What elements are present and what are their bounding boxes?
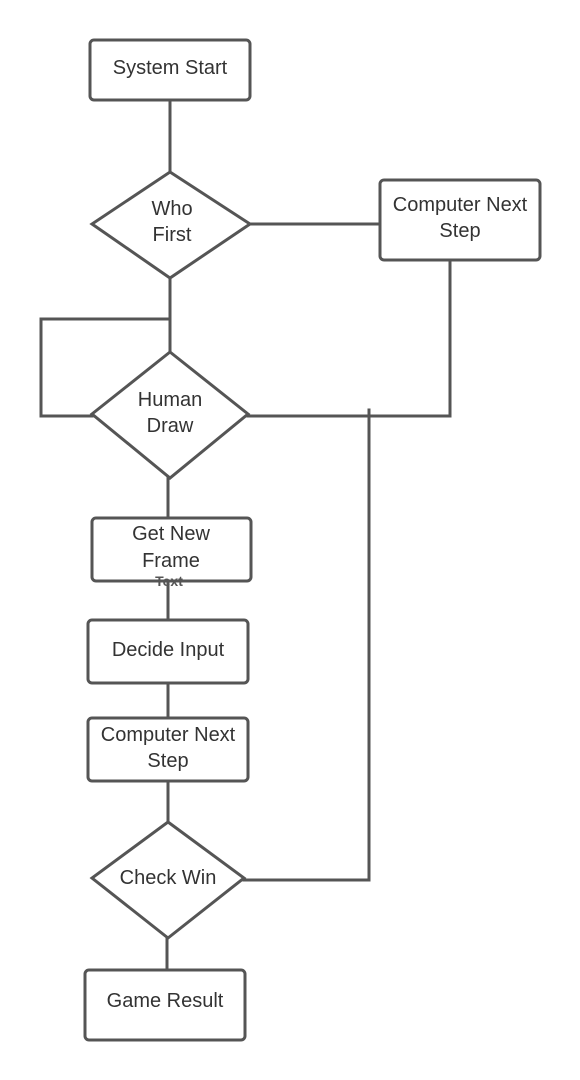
node-label-line-1: Computer Next bbox=[393, 194, 528, 216]
process-box bbox=[90, 516, 253, 583]
node-label-line-2: Step bbox=[439, 220, 480, 242]
edge-computer-next-step-to-human-draw bbox=[246, 259, 452, 418]
node-label: System Start bbox=[113, 57, 228, 79]
process-box bbox=[86, 716, 250, 783]
node-game-result: Game Result bbox=[83, 968, 247, 1042]
edge-check-win-to-human-draw bbox=[242, 408, 371, 882]
node-computer-next-step: Computer Next Step bbox=[86, 716, 250, 783]
node-label-line-1: Who bbox=[151, 198, 192, 220]
decision-diamond bbox=[89, 170, 253, 280]
node-label-line-1: Computer Next bbox=[101, 724, 236, 746]
process-box bbox=[88, 38, 252, 102]
node-label: Decide Input bbox=[112, 639, 225, 661]
node-who-first: Who First bbox=[89, 170, 253, 280]
stray-text-label: Text bbox=[155, 573, 183, 589]
decision-diamond bbox=[89, 820, 247, 940]
node-label: Check Win bbox=[120, 867, 217, 889]
node-label-line-2: Frame bbox=[142, 550, 200, 572]
process-box bbox=[378, 178, 542, 262]
node-get-new-frame: Get New Frame Text bbox=[90, 516, 253, 589]
process-box bbox=[83, 968, 247, 1042]
process-box bbox=[86, 618, 250, 685]
node-label-line-1: Human bbox=[138, 389, 202, 411]
node-label: Game Result bbox=[107, 990, 224, 1012]
node-human-draw: Human Draw bbox=[89, 350, 251, 480]
node-label-line-2: First bbox=[153, 224, 192, 246]
node-label-line-2: Draw bbox=[147, 415, 194, 437]
node-label-line-2: Step bbox=[147, 750, 188, 772]
node-system-start: System Start bbox=[88, 38, 252, 102]
node-check-win: Check Win bbox=[89, 820, 247, 940]
node-decide-input: Decide Input bbox=[86, 618, 250, 685]
node-label-line-1: Get New bbox=[132, 523, 210, 545]
edge-human-draw-loop bbox=[39, 317, 172, 418]
decision-diamond bbox=[89, 350, 251, 480]
node-computer-next-step-top: Computer Next Step bbox=[378, 178, 542, 262]
